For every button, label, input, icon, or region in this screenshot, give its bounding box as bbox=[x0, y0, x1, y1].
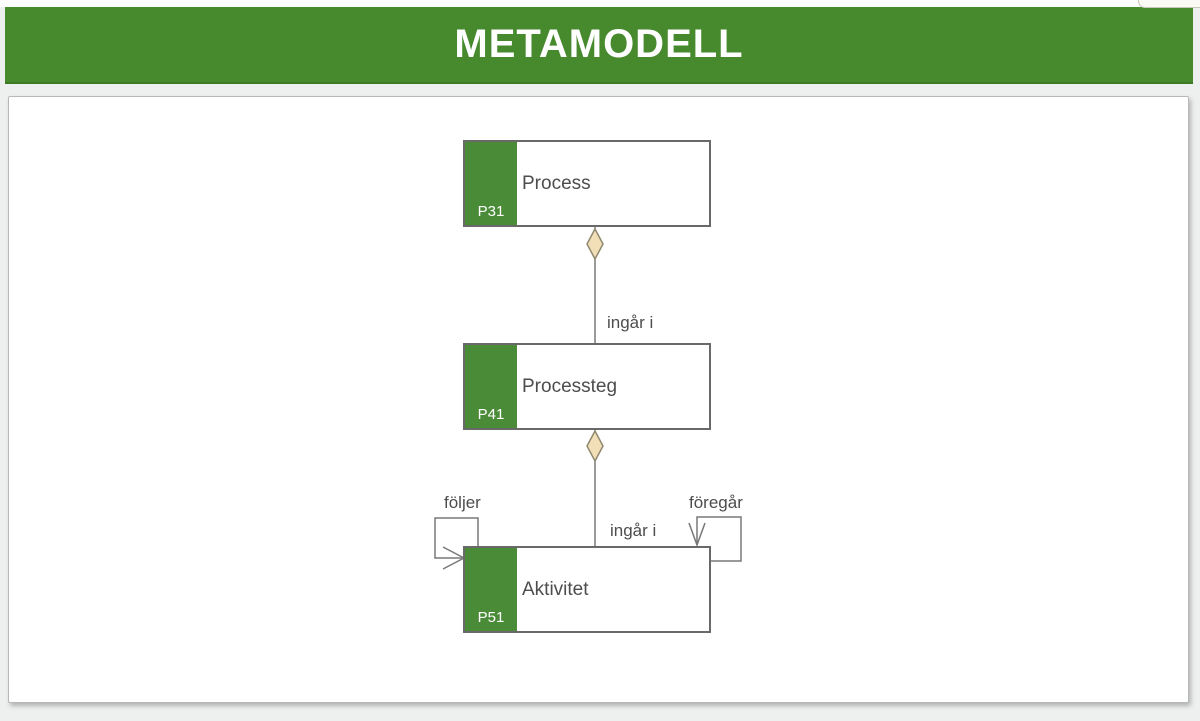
overlay-corner-element bbox=[1138, 0, 1200, 8]
top-strip bbox=[0, 0, 1200, 7]
relation-label-ingar-i-bottom: ingår i bbox=[610, 521, 657, 540]
entity-id-block: P31 bbox=[465, 142, 517, 225]
page-title: METAMODELL bbox=[454, 22, 744, 66]
header-banner: METAMODELL bbox=[5, 7, 1193, 84]
relation-label-foregar: föregår bbox=[689, 493, 743, 512]
entity-id-block: P41 bbox=[465, 345, 517, 428]
entity-id-block: P51 bbox=[465, 548, 517, 631]
entity-id: P31 bbox=[477, 203, 505, 220]
self-loop-foregar bbox=[696, 516, 742, 562]
self-loop-foljer bbox=[434, 517, 479, 559]
relation-label-foljer: följer bbox=[444, 493, 481, 512]
entity-box-aktivitet[interactable]: P51 Aktivitet bbox=[463, 546, 711, 633]
entity-box-processteg[interactable]: P41 Processteg bbox=[463, 343, 711, 430]
entity-id: P41 bbox=[477, 406, 505, 423]
aggregation-diamond-icon-top bbox=[586, 227, 604, 261]
entity-id: P51 bbox=[477, 609, 505, 626]
aggregation-diamond-icon-bottom bbox=[586, 429, 604, 463]
entity-label: Aktivitet bbox=[522, 578, 589, 600]
entity-label: Process bbox=[522, 172, 591, 194]
entity-box-process[interactable]: P31 Process bbox=[463, 140, 711, 227]
entity-label: Processteg bbox=[522, 375, 618, 397]
arrowhead-foregar-icon bbox=[688, 522, 706, 548]
relation-label-ingar-i-top: ingår i bbox=[607, 313, 654, 332]
